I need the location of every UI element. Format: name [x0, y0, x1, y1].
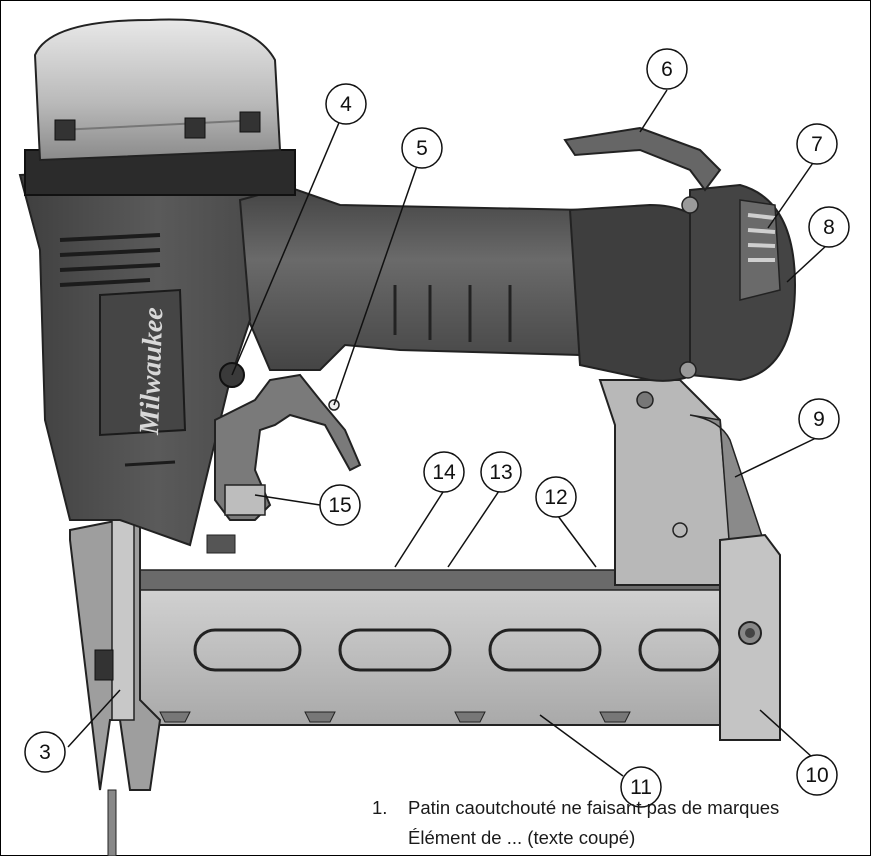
svg-text:4: 4 [340, 93, 352, 116]
legend-item-text: Patin caoutchouté ne faisant pas de marq… [408, 797, 780, 818]
callout-11: 11 [620, 766, 662, 808]
svg-text:5: 5 [416, 137, 428, 160]
callout-3: 3 [24, 731, 66, 773]
leader-lines [67, 89, 828, 777]
svg-text:11: 11 [630, 776, 652, 799]
parts-legend: 1. Patin caoutchouté ne faisant pas de m… [372, 793, 867, 853]
top-cap [33, 18, 282, 162]
belt-hook [563, 126, 722, 192]
svg-text:6: 6 [661, 58, 673, 81]
legend-item-number: 1. [372, 797, 388, 818]
svg-text:14: 14 [432, 461, 456, 484]
svg-text:10: 10 [805, 764, 828, 787]
rear-support [598, 379, 781, 741]
legend-item-text: Élément de ... (texte coupé) [408, 827, 636, 848]
legend-item-2: Élément de ... (texte coupé) [372, 823, 867, 853]
svg-text:9: 9 [813, 408, 825, 431]
callout-8: 8 [808, 206, 850, 248]
svg-text:12: 12 [544, 486, 567, 509]
callout-4: 4 [325, 83, 367, 125]
main-housing [18, 149, 297, 547]
svg-text:8: 8 [823, 216, 835, 239]
callout-13: 13 [480, 451, 522, 493]
trigger-assembly [206, 362, 362, 554]
svg-text:3: 3 [39, 741, 51, 764]
callout-7: 7 [796, 123, 838, 165]
svg-text:7: 7 [811, 133, 823, 156]
legend-item-1: 1. Patin caoutchouté ne faisant pas de m… [372, 793, 867, 823]
svg-text:13: 13 [489, 461, 512, 484]
brand-logo: Milwaukee [134, 307, 169, 437]
callout-6: 6 [646, 48, 688, 90]
callout-5: 5 [401, 127, 443, 169]
callout-15: 15 [319, 484, 361, 526]
svg-text:15: 15 [328, 494, 351, 517]
legend-item-number [372, 823, 408, 853]
callout-14: 14 [423, 451, 465, 493]
handle [239, 168, 717, 382]
rear-exhaust-cap [679, 183, 797, 382]
callout-9: 9 [798, 398, 840, 440]
callout-10: 10 [796, 754, 838, 796]
magazine [129, 569, 722, 726]
callout-12: 12 [535, 476, 577, 518]
